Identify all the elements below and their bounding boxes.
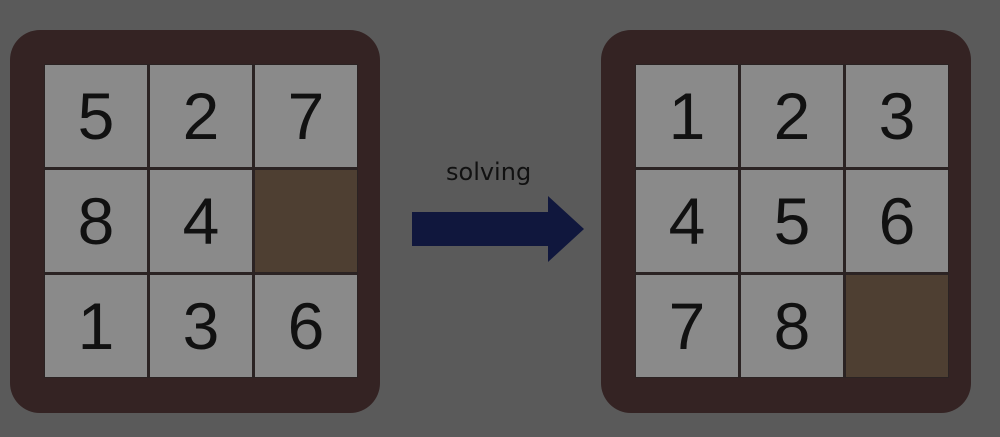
start-tile-2[interactable]: 2	[150, 65, 252, 167]
start-tile-6-blank[interactable]	[255, 170, 357, 272]
goal-tile-3: 3	[846, 65, 948, 167]
goal-tile-1: 1	[636, 65, 738, 167]
start-board: 5 2 7 8 4 1 3 6	[10, 30, 380, 413]
start-board-grid: 5 2 7 8 4 1 3 6	[44, 64, 358, 378]
goal-tile-9-blank	[846, 275, 948, 377]
goal-tile-8: 8	[741, 275, 843, 377]
start-tile-5[interactable]: 4	[150, 170, 252, 272]
start-tile-3[interactable]: 7	[255, 65, 357, 167]
goal-tile-6: 6	[846, 170, 948, 272]
solving-label: solving	[446, 158, 532, 186]
goal-tile-2: 2	[741, 65, 843, 167]
start-tile-9[interactable]: 6	[255, 275, 357, 377]
goal-tile-4: 4	[636, 170, 738, 272]
start-tile-1[interactable]: 5	[45, 65, 147, 167]
right-arrow-shape	[412, 196, 584, 262]
start-tile-7[interactable]: 1	[45, 275, 147, 377]
right-arrow-icon	[412, 196, 584, 262]
goal-board-grid: 1 2 3 4 5 6 7 8	[635, 64, 949, 378]
goal-board: 1 2 3 4 5 6 7 8	[601, 30, 971, 413]
start-tile-4[interactable]: 8	[45, 170, 147, 272]
goal-tile-5: 5	[741, 170, 843, 272]
goal-tile-7: 7	[636, 275, 738, 377]
start-tile-8[interactable]: 3	[150, 275, 252, 377]
